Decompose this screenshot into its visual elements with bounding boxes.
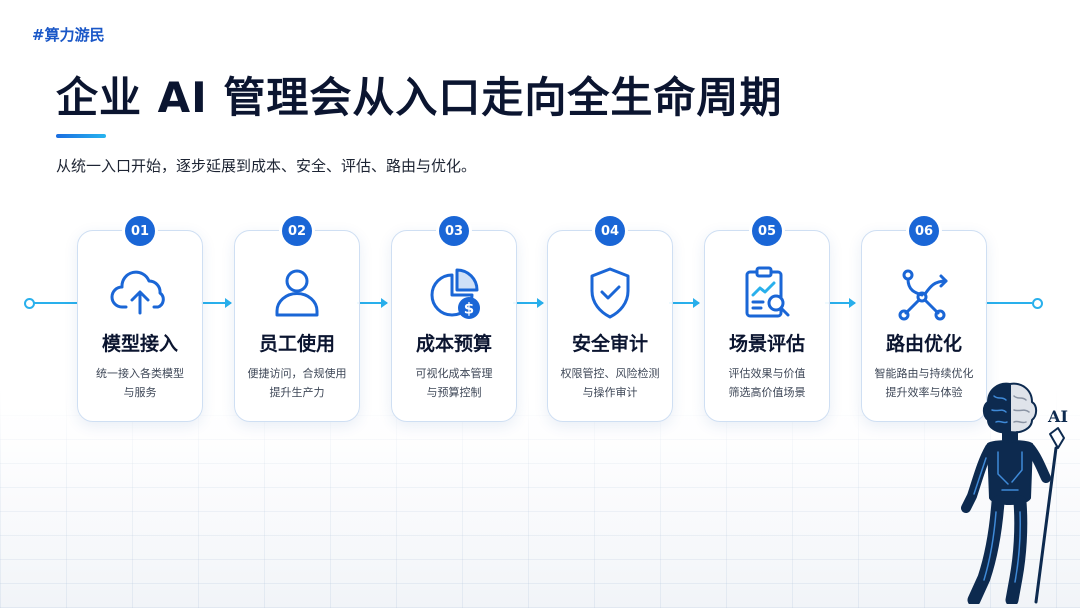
step-title: 路由优化 [885, 333, 962, 355]
step-description: 便捷访问，合规使用提升生产力 [247, 367, 347, 399]
step-number-badge: 01 [125, 216, 155, 246]
step-card-cost-budget: 03 $ 成本预算 可视化成本管理与预算控制 [391, 216, 517, 422]
step-description: 权限管控、风险检测与操作审计 [560, 367, 660, 399]
routing-nodes-icon [898, 269, 948, 321]
hashtag-label: #算力游民 [32, 26, 105, 44]
shield-check-icon [590, 267, 630, 319]
page-title: 企业 AI 管理会从入口走向全生命周期 [56, 73, 783, 122]
step-number-badge: 06 [909, 216, 939, 246]
clipboard-analytics-icon [745, 266, 790, 318]
step-description: 智能路由与持续优化提升效率与体验 [874, 367, 974, 399]
step-number-badge: 03 [439, 216, 469, 246]
user-icon [275, 269, 319, 317]
step-card-routing-optimization: 06 路由优化 智能路由与持续优化提升效率与体验 [861, 216, 987, 422]
step-card-security-audit: 04 安全审计 权限管控、风险检测与操作审计 [547, 216, 673, 422]
flow-arrow-icon [825, 298, 856, 308]
grid-floor-background [0, 390, 1080, 608]
flow-end-dot [1032, 298, 1043, 309]
cloud-upload-icon [110, 270, 165, 315]
svg-text:AI: AI [1047, 407, 1068, 426]
flow-connector-end [985, 302, 1032, 304]
step-title: 安全审计 [571, 333, 648, 355]
flow-arrow-icon [513, 298, 544, 308]
flow-connector-start [33, 302, 77, 304]
step-card-model-access: 01 模型接入 统一接入各类模型与服务 [77, 216, 203, 422]
flow-arrow-icon [357, 298, 388, 308]
flow-arrow-icon [669, 298, 700, 308]
step-number-badge: 02 [282, 216, 312, 246]
step-description: 评估效果与价值筛选高价值场景 [728, 367, 806, 399]
step-number-badge: 04 [595, 216, 625, 246]
pie-chart-dollar-icon: $ [430, 268, 480, 319]
page-subtitle: 从统一入口开始，逐步延展到成本、安全、评估、路由与优化。 [56, 157, 477, 175]
ai-robot-figure-illustration: AI [961, 382, 1068, 604]
step-description: 统一接入各类模型与服务 [96, 367, 184, 399]
title-underline [56, 134, 106, 138]
svg-text:$: $ [464, 300, 474, 318]
step-title: 模型接入 [101, 333, 178, 355]
step-card-scenario-evaluation: 05 场景评估 评估效果与价值筛选高价值场景 [704, 216, 830, 422]
flow-arrow-icon [201, 298, 232, 308]
step-title: 成本预算 [415, 333, 492, 355]
step-title: 员工使用 [258, 333, 335, 355]
step-number-badge: 05 [752, 216, 782, 246]
step-title: 场景评估 [728, 333, 805, 355]
step-description: 可视化成本管理与预算控制 [415, 367, 493, 399]
step-card-employee-use: 02 员工使用 便捷访问，合规使用提升生产力 [234, 216, 360, 422]
